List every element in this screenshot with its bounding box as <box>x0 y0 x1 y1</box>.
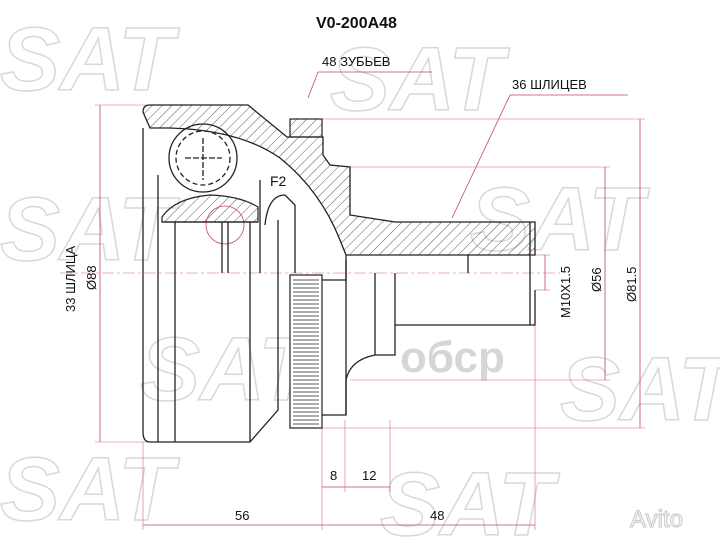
part-number: V0-200A48 <box>316 15 397 32</box>
detail-circle <box>205 205 245 245</box>
ring-offset-label: 12 <box>362 468 376 483</box>
svg-text:SAT: SAT <box>0 440 180 540</box>
overlay-watermark: обср <box>400 333 505 382</box>
cv-joint-part <box>142 104 536 443</box>
thread-label: M10X1.5 <box>558 266 573 318</box>
ball <box>168 123 238 193</box>
abs-ring <box>289 274 323 429</box>
dimension-lines <box>99 71 641 526</box>
splines-callout: 36 ШЛИЦЕВ <box>512 77 587 92</box>
shaft-diameter-label: Ø56 <box>589 267 604 292</box>
svg-text:SAT: SAT <box>0 180 180 280</box>
svg-text:SAT: SAT <box>0 10 180 110</box>
inner-splines-label: 33 ШЛИЦА <box>63 246 78 312</box>
svg-text:SAT: SAT <box>330 30 510 130</box>
shaft-length-label: 48 <box>430 508 444 523</box>
outer-diameter-label: Ø88 <box>84 265 99 290</box>
avito-watermark: Avito <box>630 506 683 533</box>
housing-length-label: 56 <box>235 508 249 523</box>
ring-width-label: 8 <box>330 468 337 483</box>
teeth-section <box>289 118 323 138</box>
sat-watermark: SAT SAT SAT SAT SAT SAT SAT SAT <box>0 9 720 540</box>
section-mark: F2 <box>270 173 287 189</box>
svg-text:SAT: SAT <box>380 455 560 540</box>
teeth-callout: 48 ЗУБЬЕВ <box>322 54 390 69</box>
abs-ring-teeth <box>293 279 319 425</box>
flange-diameter-label: Ø81.5 <box>624 267 639 302</box>
inner-race <box>161 194 259 223</box>
housing-section <box>142 104 536 256</box>
